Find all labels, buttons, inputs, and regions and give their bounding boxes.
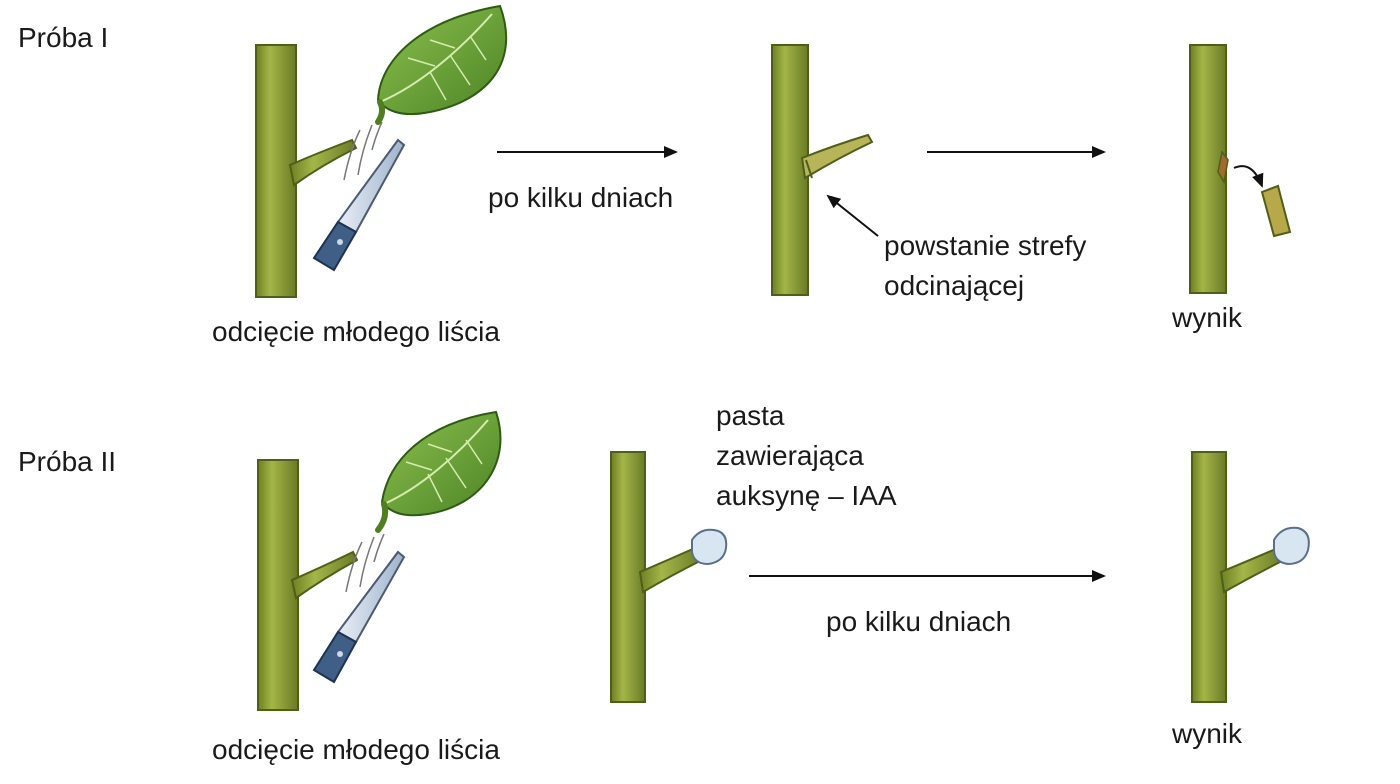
leaf-trial2 — [375, 410, 502, 533]
stem-trial2-cut — [257, 459, 359, 711]
stem-trial2-result — [1191, 451, 1310, 703]
stem-trial1-after — [771, 44, 874, 296]
trial1-zone-caption-line1: powstanie strefy — [884, 230, 1087, 261]
paste-blob-result — [1273, 526, 1310, 566]
stem-trial1-result — [1189, 44, 1292, 294]
stem-trial2-paste — [610, 451, 728, 703]
trial2-label: Próba II — [18, 446, 117, 477]
paste-blob — [691, 528, 728, 566]
trial1-result-caption: wynik — [1172, 302, 1243, 333]
trial1-label: Próba I — [18, 22, 109, 53]
stem-trial1-cut — [255, 44, 358, 298]
knife-trial2 — [312, 533, 406, 684]
trial2-cut-caption: odcięcie młodego liścia — [212, 734, 500, 765]
trial2-paste-caption-line1: pasta — [716, 400, 785, 431]
trial2-paste-caption-line3: auksynę – IAA — [716, 480, 897, 511]
trial1-arrow-caption: po kilku dniach — [488, 182, 674, 213]
trial2-paste-caption-line2: zawierająca — [716, 440, 864, 471]
knife-trial1 — [312, 121, 406, 272]
leaf-trial1 — [375, 4, 508, 125]
trial1-cut-caption: odcięcie młodego liścia — [212, 316, 500, 347]
trial1-zone-caption-line2: odcinającej — [884, 270, 1025, 301]
arrow-zone-pointer — [826, 194, 879, 237]
trial2-result-caption: wynik — [1172, 718, 1243, 749]
trial2-arrow-caption: po kilku dniach — [826, 606, 1012, 637]
